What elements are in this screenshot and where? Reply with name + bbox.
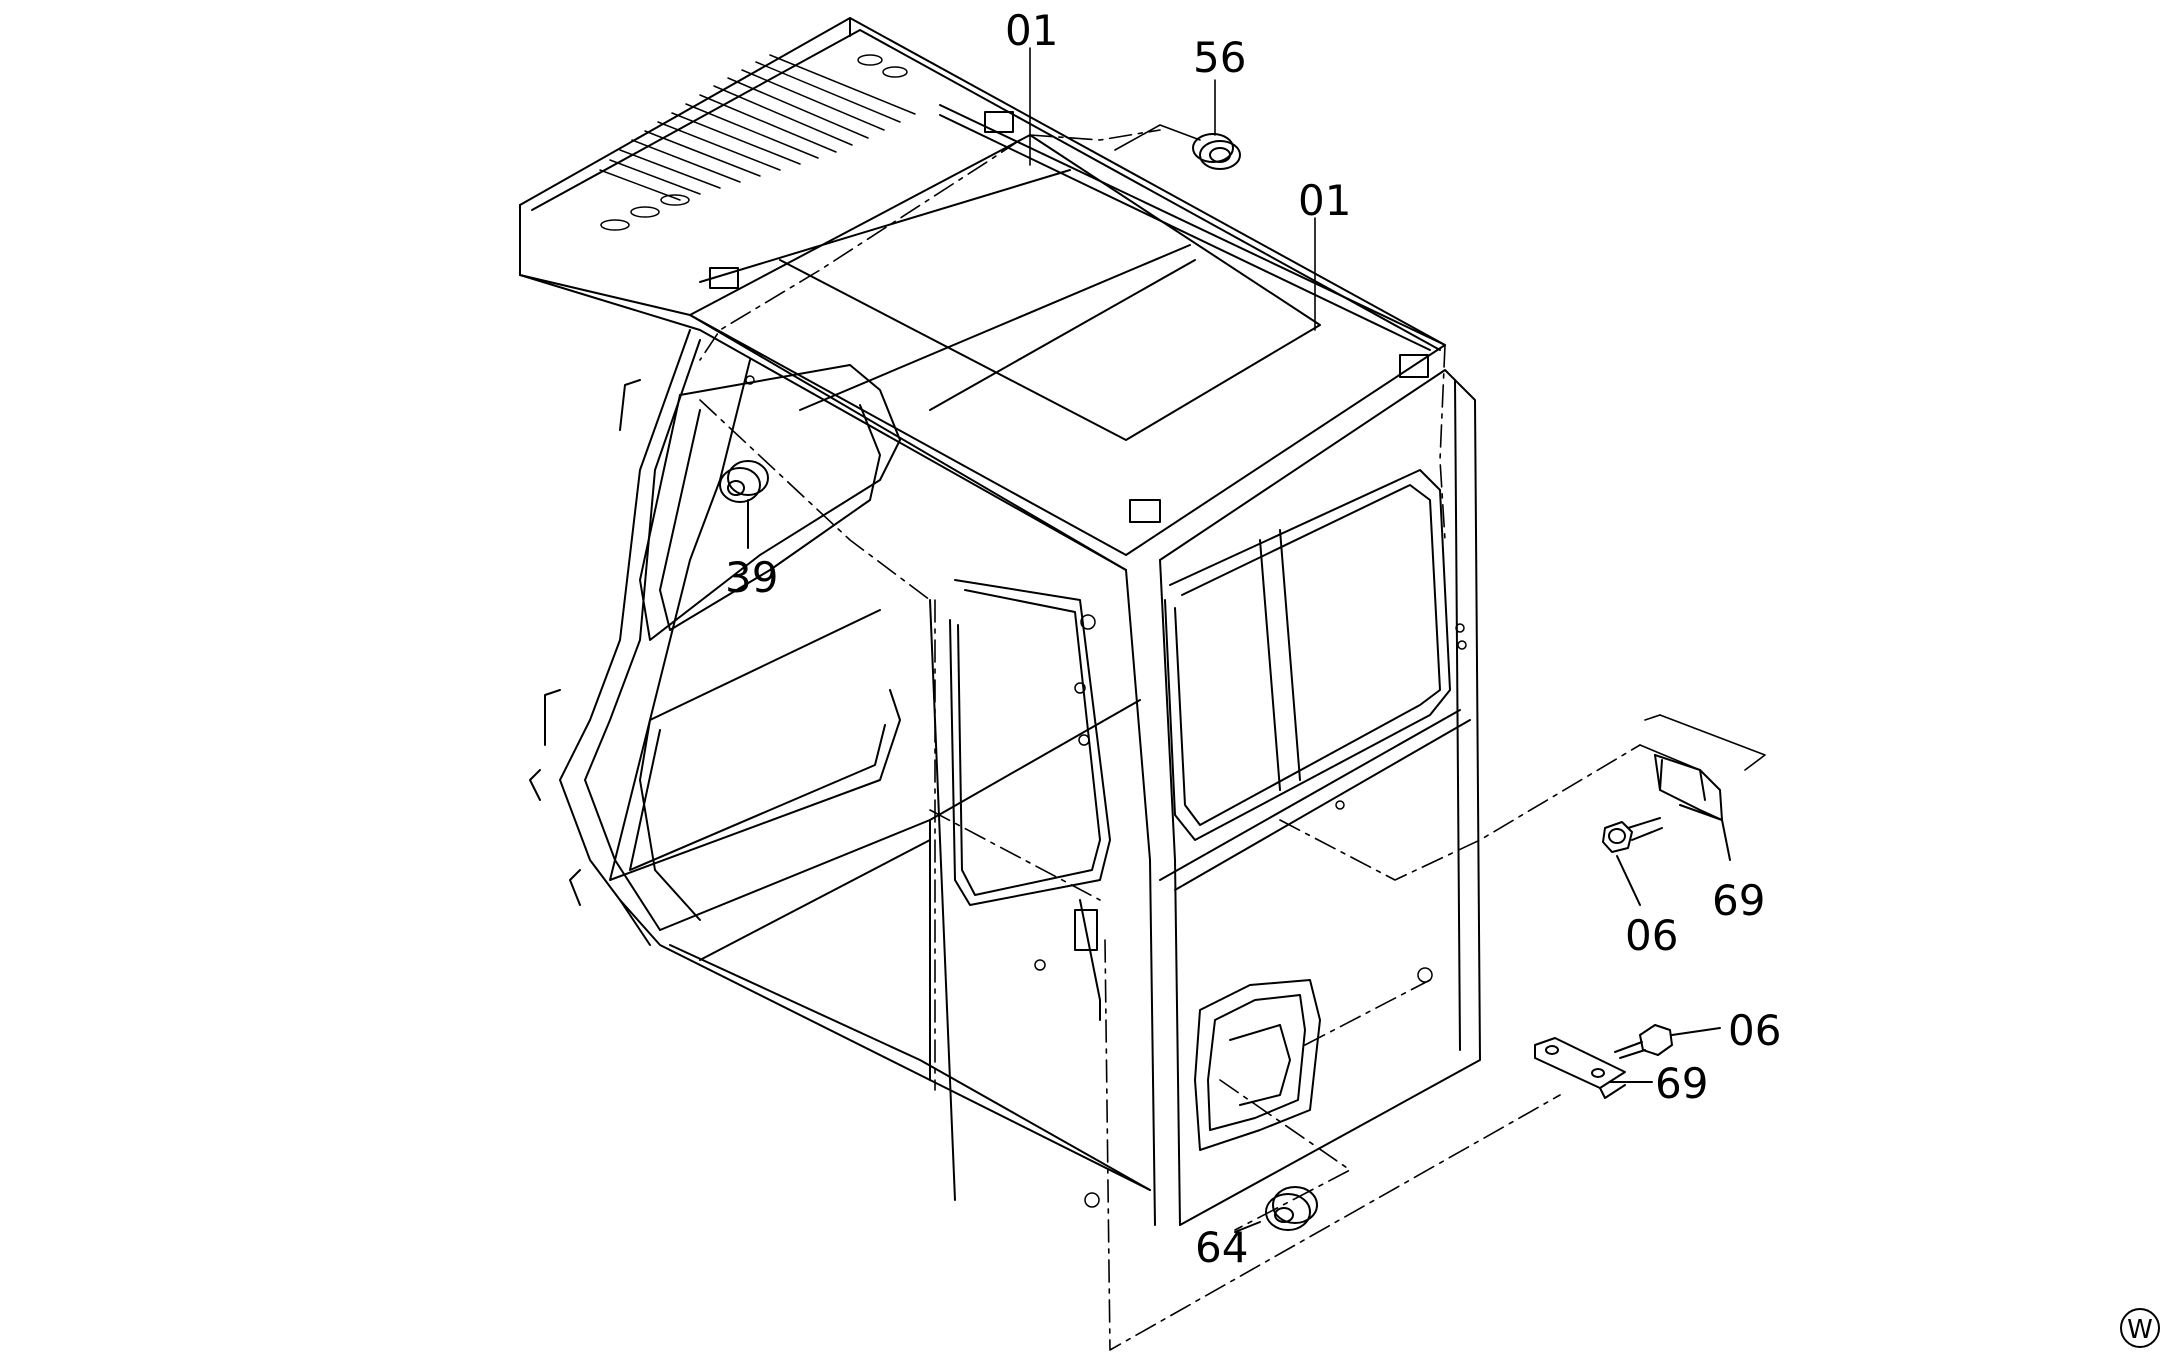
roof-vent-slots <box>599 54 916 201</box>
callout-64: 64 <box>1195 1223 1248 1272</box>
plate-69-lower-part <box>1534 1037 1653 1099</box>
callout-69-upper: 69 <box>1712 876 1765 925</box>
corner-w-mark: W <box>2120 1308 2160 1348</box>
callout-01-top-left: 01 <box>1005 6 1058 55</box>
hidden-lines <box>699 129 1641 1351</box>
callout-01-top-right: 01 <box>1298 176 1351 225</box>
grommet-64-part <box>1234 1186 1318 1233</box>
callout-labels: 01 01 56 39 06 69 06 69 64 <box>725 6 1781 1272</box>
cab-frame <box>529 329 1481 1226</box>
bolt-06-upper-part <box>1602 817 1663 906</box>
callout-39: 39 <box>725 553 778 602</box>
grommet-39-part <box>719 460 769 549</box>
callout-56: 56 <box>1193 33 1246 82</box>
callout-06-lower: 06 <box>1728 1006 1781 1055</box>
roof-panel <box>519 17 1446 571</box>
bushing-56-part <box>1192 133 1241 170</box>
bolt-06-lower-part <box>1614 1024 1721 1059</box>
corner-w-letter: W <box>2127 1315 2153 1345</box>
callout-06-upper: 06 <box>1625 911 1678 960</box>
callout-leaders <box>1029 47 1316 331</box>
callout-69-lower: 69 <box>1655 1059 1708 1108</box>
bracket-69-upper-part <box>1654 754 1731 861</box>
